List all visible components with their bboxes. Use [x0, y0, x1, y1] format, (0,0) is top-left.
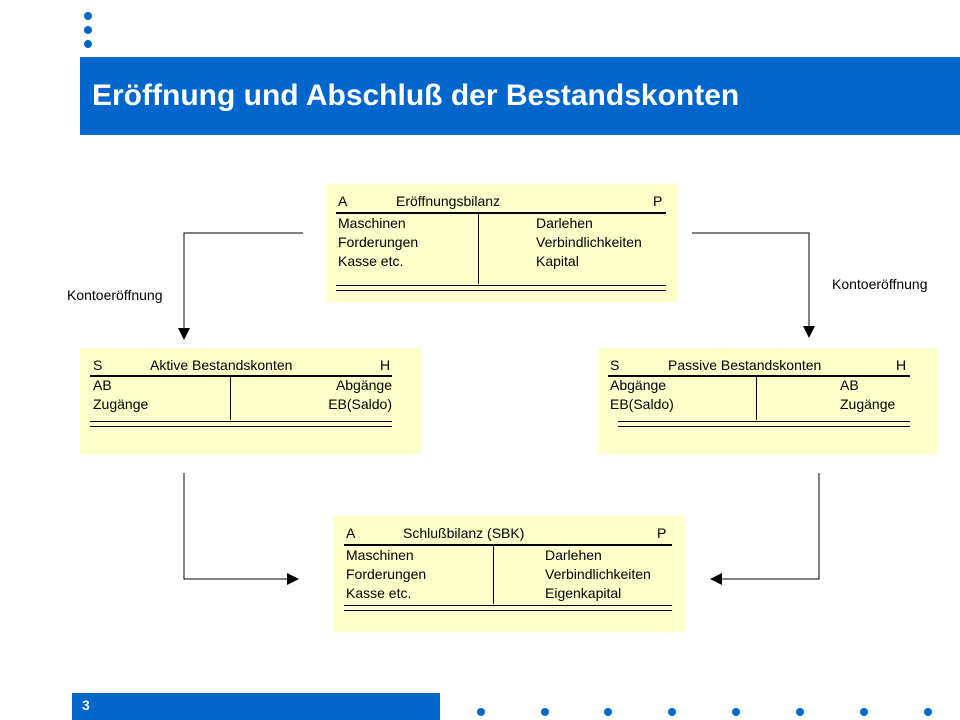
- eroeffnungsbilanz-left-marker: A: [338, 193, 348, 209]
- eroeffnungsbilanz-right-item: Kapital: [536, 253, 579, 269]
- eroeffnungsbilanz-box: A Eröffnungsbilanz P Maschinen Forderung…: [326, 184, 678, 302]
- t-account-bottom-line: [344, 605, 672, 606]
- schlussbilanz-title: Schlußbilanz (SBK): [403, 525, 525, 541]
- schlussbilanz-right-item: Darlehen: [545, 547, 602, 563]
- footer-bar: 3: [72, 693, 440, 720]
- aktive-right-marker: H: [380, 357, 391, 373]
- aktive-right-item: EB(Saldo): [328, 396, 392, 412]
- passive-bestandskonten-box: S Passive Bestandskonten H Abgänge EB(Sa…: [598, 348, 938, 454]
- t-account-bottom-line: [336, 285, 666, 286]
- t-account-divider: [493, 546, 494, 604]
- t-account-bottom-line: [336, 290, 666, 291]
- page-number: 3: [82, 697, 90, 713]
- schlussbilanz-left-item: Kasse etc.: [346, 585, 412, 601]
- aktive-left-item: Zugänge: [93, 396, 149, 412]
- t-account-bottom-line: [344, 610, 672, 611]
- page-title: Eröffnung und Abschluß der Bestandskonte…: [92, 79, 740, 112]
- passive-title: Passive Bestandskonten: [668, 357, 822, 373]
- decor-dot: [860, 708, 868, 716]
- schlussbilanz-left-item: Maschinen: [346, 547, 414, 563]
- eroeffnungsbilanz-left-item: Maschinen: [338, 215, 406, 231]
- arrow-eroeffnung-to-aktive: [183, 232, 303, 330]
- aktive-left-item: AB: [93, 377, 112, 393]
- decor-dot: [796, 708, 804, 716]
- arrow-passive-to-schluss: [722, 473, 820, 580]
- arrowhead: [710, 573, 722, 585]
- passive-left-item: Abgänge: [610, 377, 667, 393]
- decor-dot: [477, 708, 485, 716]
- t-account-top-line: [344, 544, 672, 546]
- arrow-aktive-to-schluss: [183, 473, 287, 580]
- decor-dot: [541, 708, 549, 716]
- eroeffnungsbilanz-right-item: Darlehen: [536, 215, 593, 231]
- eroeffnungsbilanz-right-item: Verbindlichkeiten: [536, 234, 642, 250]
- decor-dot: [732, 708, 740, 716]
- eroeffnungsbilanz-title: Eröffnungsbilanz: [396, 193, 501, 209]
- aktive-left-marker: S: [93, 357, 103, 373]
- schlussbilanz-left-marker: A: [346, 525, 356, 541]
- schlussbilanz-right-marker: P: [657, 525, 667, 541]
- passive-right-marker: H: [896, 357, 907, 373]
- t-account-divider: [478, 214, 479, 284]
- eroeffnungsbilanz-left-item: Kasse etc.: [338, 253, 404, 269]
- t-account-bottom-line: [90, 421, 392, 422]
- eroeffnungsbilanz-right-marker: P: [653, 193, 663, 209]
- t-account-top-line: [608, 375, 910, 377]
- decor-dot: [84, 26, 92, 34]
- passive-left-marker: S: [610, 357, 620, 373]
- passive-right-item: Zugänge: [840, 396, 896, 412]
- t-account-top-line: [336, 212, 666, 214]
- schlussbilanz-right-item: Eigenkapital: [545, 585, 622, 601]
- decor-dot: [84, 12, 92, 20]
- aktive-bestandskonten-box: S Aktive Bestandskonten H AB Zugänge Abg…: [80, 348, 422, 454]
- eroeffnungsbilanz-left-item: Forderungen: [338, 234, 419, 250]
- kontoeroeffnung-left-label: Kontoeröffnung: [67, 287, 163, 303]
- arrow-eroeffnung-to-passive: [692, 232, 810, 328]
- t-account-divider: [230, 377, 231, 420]
- t-account-bottom-line: [618, 421, 910, 422]
- aktive-right-item: Abgänge: [335, 377, 392, 393]
- arrowhead: [287, 573, 299, 585]
- aktive-title: Aktive Bestandskonten: [150, 357, 293, 373]
- decor-dot: [924, 708, 932, 716]
- arrowhead: [178, 328, 190, 340]
- decor-dot: [604, 708, 612, 716]
- schlussbilanz-right-item: Verbindlichkeiten: [545, 566, 651, 582]
- t-account-bottom-line: [618, 426, 910, 427]
- t-account-top-line: [90, 375, 392, 377]
- title-bar: Eröffnung und Abschluß der Bestandskonte…: [80, 57, 960, 135]
- t-account-divider: [756, 377, 757, 420]
- t-account-bottom-line: [90, 426, 392, 427]
- passive-left-item: EB(Saldo): [610, 396, 674, 412]
- schlussbilanz-box: A Schlußbilanz (SBK) P Maschinen Forderu…: [333, 516, 685, 632]
- kontoeroeffnung-right-label: Kontoeröffnung: [832, 276, 928, 292]
- decor-dot: [668, 708, 676, 716]
- passive-right-item: AB: [840, 377, 859, 393]
- arrowhead: [803, 326, 815, 338]
- decor-dot: [84, 40, 92, 48]
- schlussbilanz-left-item: Forderungen: [346, 566, 427, 582]
